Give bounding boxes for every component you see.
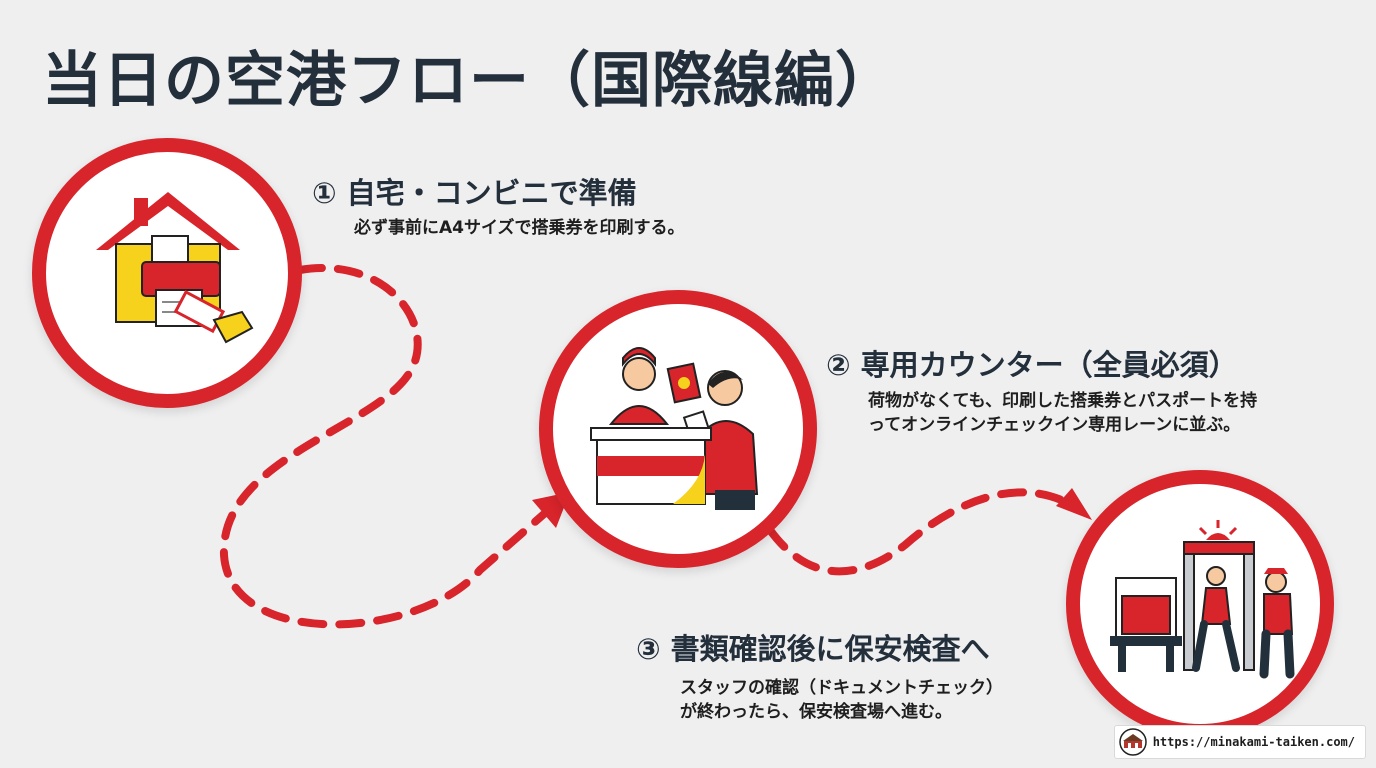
step-2-circle [539,290,817,568]
route-dash-1 [219,264,564,629]
step-3-description: スタッフの確認（ドキュメントチェック） が終わったら、保安検査場へ進む。 [680,676,1003,724]
route-dash-2 [766,488,1084,576]
house-printer-icon [96,192,254,344]
credit-badge[interactable]: https://minakami-taiken.com/ [1113,725,1366,759]
route-arrow-2 [1056,488,1092,520]
step-1-circle [32,138,302,408]
step-1-description-line: 必ず事前にA4サイズで搭乗券を印刷する。 [354,218,685,238]
security-gate-icon [1110,520,1295,679]
step-1-description: 必ず事前にA4サイズで搭乗券を印刷する。 [354,216,684,240]
step-2-description: 荷物がなくても、印刷した搭乗券とパスポートを持 ってオンラインチェックイン専用レ… [868,389,1257,437]
step-2-description-line: ってオンラインチェックイン専用レーンに並ぶ。 [868,415,1241,435]
checkin-counter-icon [590,347,759,510]
step-3-heading: ③ 書類確認後に保安検査へ [636,632,990,666]
step-2-description-line: 荷物がなくても、印刷した搭乗券とパスポートを持 [868,391,1258,411]
credit-url[interactable]: https://minakami-taiken.com/ [1152,735,1355,749]
step-1-heading: ① 自宅・コンビニで準備 [312,176,637,210]
site-logo-icon [1118,728,1147,756]
step-2-heading: ② 専用カウンター（全員必須） [826,348,1238,382]
step-3-description-line: スタッフの確認（ドキュメントチェック） [680,678,1003,698]
step-3-circle [1066,470,1334,738]
page-title: 当日の空港フロー（国際線編） [42,46,896,116]
step-3-description-line: が終わったら、保安検査場へ進む。 [680,702,952,722]
